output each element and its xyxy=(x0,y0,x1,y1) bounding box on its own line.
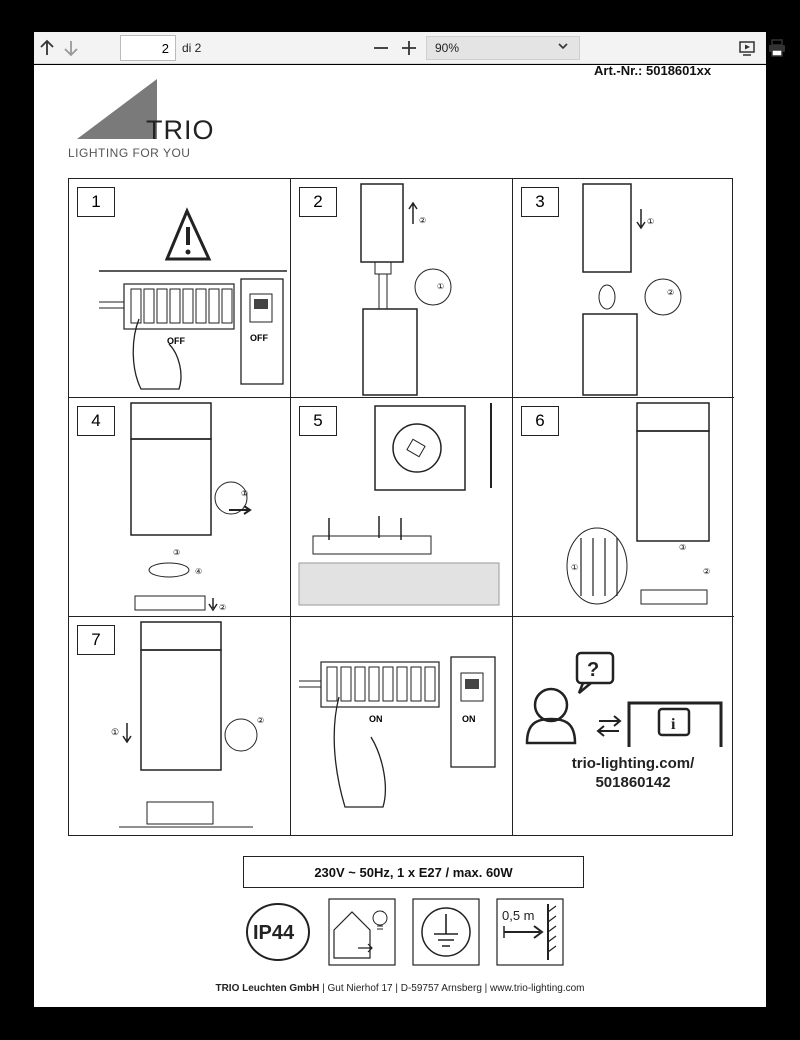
earth-ground-icon xyxy=(412,898,480,966)
step-4-panel: 4 ① ③ ④ ② xyxy=(69,398,291,617)
step6-label-3: ③ xyxy=(679,543,686,552)
certification-icons: IP44 xyxy=(244,898,564,968)
step4-label-4: ④ xyxy=(195,567,202,576)
step-number: 6 xyxy=(521,406,559,436)
svg-text:?: ? xyxy=(587,659,599,681)
step2-label-1: ① xyxy=(437,282,444,291)
footer-address: | Gut Nierhof 17 | D-59757 Arnsberg | ww… xyxy=(319,983,585,994)
step2-label-2: ② xyxy=(419,216,426,225)
step-2-panel: 2 ② ① xyxy=(291,179,513,398)
on-label-1: ON xyxy=(369,714,383,724)
presentation-button[interactable] xyxy=(734,35,760,61)
step-number: 7 xyxy=(77,625,115,655)
step4-label-2: ② xyxy=(219,603,226,612)
step-6-panel: 6 ① ③ ② xyxy=(513,398,734,617)
electrical-spec: 230V ~ 50Hz, 1 x E27 / max. 60W xyxy=(243,856,584,888)
outdoor-bulb-icon xyxy=(328,898,396,966)
support-url-line1: trio-lighting.com/ xyxy=(571,755,695,772)
step7-label-2: ② xyxy=(257,716,264,725)
step-number: 5 xyxy=(299,406,337,436)
step7-label-1: ① xyxy=(111,727,119,737)
zoom-out-button[interactable] xyxy=(368,35,394,61)
step6-label-1: ① xyxy=(571,563,578,572)
minus-icon xyxy=(374,47,388,49)
close-lamp-illustration: ① ② xyxy=(111,621,264,828)
brand-tagline: LIGHTING FOR YOU xyxy=(68,146,191,160)
ip-rating-label: IP44 xyxy=(253,922,295,944)
svg-text:i: i xyxy=(671,716,676,733)
previous-page-button[interactable] xyxy=(34,35,60,61)
off-label-2: OFF xyxy=(250,333,268,343)
pdf-toolbar: di 2 90% xyxy=(34,32,785,64)
switch-off-illustration: OFF OFF xyxy=(99,207,287,390)
page-footer: TRIO Leuchten GmbH | Gut Nierhof 17 | D-… xyxy=(34,983,766,994)
article-number: Art.-Nr.: 5018601xx xyxy=(594,65,712,78)
print-button[interactable] xyxy=(764,35,790,61)
support-illustration: ? i xyxy=(525,651,723,747)
warning-icon xyxy=(164,207,212,261)
arrow-up-icon xyxy=(40,39,54,55)
info-monitor-icon: i xyxy=(627,701,723,747)
support-url[interactable]: trio-lighting.com/ 501860142 xyxy=(553,754,713,792)
trio-logo xyxy=(77,79,157,139)
distance-icon: 0,5 m xyxy=(496,898,564,966)
step3-label-1: ① xyxy=(647,217,654,226)
support-url-line2: 501860142 xyxy=(595,774,671,791)
arrow-down-icon xyxy=(64,41,78,57)
print-icon xyxy=(769,39,785,57)
question-bubble-icon: ? xyxy=(575,651,615,694)
step-1-panel: 1 xyxy=(69,179,291,398)
wire-head-illustration: ① ② xyxy=(582,183,682,396)
step-5-panel: 5 xyxy=(291,398,513,617)
exchange-icon xyxy=(596,715,622,737)
step-3-panel: 3 ① ② xyxy=(513,179,734,398)
page-total-label: di 2 xyxy=(182,41,202,55)
distance-label: 0,5 m xyxy=(502,908,535,923)
step-number: 1 xyxy=(77,187,115,217)
switch-on-panel: ON ON xyxy=(291,617,513,835)
step-number: 4 xyxy=(77,406,115,436)
step-7-panel: 7 ① ② xyxy=(69,617,291,835)
off-label-1: OFF xyxy=(167,336,185,346)
step3-label-2: ② xyxy=(667,288,674,297)
present-icon xyxy=(739,41,755,56)
step4-label-3: ③ xyxy=(173,548,180,557)
plus-icon xyxy=(402,41,416,55)
step-number: 3 xyxy=(521,187,559,217)
on-label-2: ON xyxy=(462,714,476,724)
page-number-input[interactable] xyxy=(120,35,176,61)
assemble-illustration: ① ③ ④ ② xyxy=(130,402,252,612)
step4-label-1: ① xyxy=(241,489,248,498)
zoom-select[interactable]: 90% xyxy=(426,36,580,60)
ip-rating-icon: IP44 xyxy=(244,898,312,966)
chevron-down-icon xyxy=(557,40,569,55)
zoom-in-button[interactable] xyxy=(396,35,422,61)
connect-wires-illustration: ① ③ ② xyxy=(566,402,710,605)
footer-company: TRIO Leuchten GmbH xyxy=(215,983,320,994)
brand-name: TRIO xyxy=(146,115,215,145)
document-page: Art.-Nr.: 5018601xx TRIO LIGHTING FOR YO… xyxy=(34,65,766,1007)
switch-on-illustration: ON ON xyxy=(299,656,496,808)
step-number: 2 xyxy=(299,187,337,217)
zoom-value: 90% xyxy=(435,41,460,55)
step6-label-2: ② xyxy=(703,567,710,576)
support-panel: ? i t xyxy=(513,617,734,835)
instruction-grid: 1 xyxy=(68,178,734,836)
next-page-button[interactable] xyxy=(58,35,84,61)
person-icon xyxy=(525,687,577,745)
mounting-illustration xyxy=(298,403,500,606)
remove-head-illustration: ② ① xyxy=(360,183,452,396)
